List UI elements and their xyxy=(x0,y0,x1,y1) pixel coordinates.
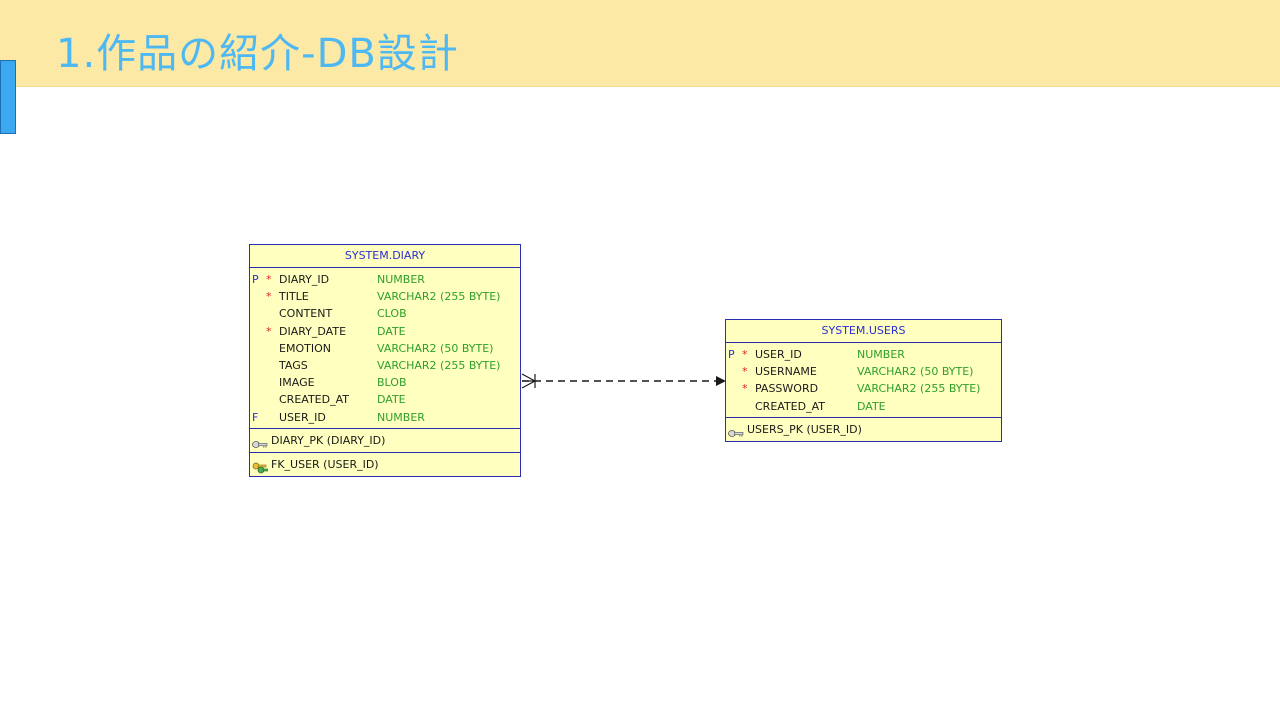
table-header: SYSTEM.DIARY xyxy=(250,245,520,268)
column-name: CREATED_AT xyxy=(755,399,825,413)
title-bar: 1.作品の紹介-DB設計 xyxy=(0,0,1280,87)
column-row[interactable]: P * DIARY_ID NUMBER xyxy=(250,271,520,288)
required-marker: * xyxy=(742,348,748,361)
required-marker: * xyxy=(742,365,748,379)
column-type: VARCHAR2 (255 BYTE) xyxy=(377,290,501,304)
column-name: EMOTION xyxy=(279,341,331,355)
column-name: CREATED_AT xyxy=(279,393,349,407)
column-row[interactable]: F USER_ID NUMBER xyxy=(250,409,520,426)
column-list: P * DIARY_ID NUMBER * TITLE VARCHAR2 (255 BYTE… xyxy=(250,268,520,429)
key-flag: P xyxy=(252,273,259,286)
column-type: NUMBER xyxy=(377,410,425,424)
column-name: CONTENT xyxy=(279,307,333,321)
column-type: VARCHAR2 (50 BYTE) xyxy=(857,365,974,379)
required-marker: * xyxy=(266,324,272,338)
key-label: USERS_PK (USER_ID) xyxy=(747,422,862,436)
column-row[interactable]: * DIARY_DATE DATE xyxy=(250,323,520,340)
column-name: TAGS xyxy=(279,358,308,372)
column-row[interactable]: CREATED_AT DATE xyxy=(726,398,1001,415)
column-row[interactable]: * PASSWORD VARCHAR2 (255 BYTE) xyxy=(726,380,1001,397)
foreign-key-row[interactable]: FK_USER (USER_ID) xyxy=(250,451,520,476)
key-flag: F xyxy=(252,410,259,424)
column-name: DIARY_DATE xyxy=(279,324,347,338)
column-type: VARCHAR2 (255 BYTE) xyxy=(377,358,501,372)
column-type: DATE xyxy=(377,393,406,407)
key-list: USERS_PK (USER_ID) xyxy=(726,418,1001,441)
column-name: TITLE xyxy=(279,290,309,304)
required-marker: * xyxy=(742,382,748,396)
relationship-line xyxy=(521,373,726,389)
column-type: VARCHAR2 (255 BYTE) xyxy=(857,382,981,396)
column-row[interactable]: TAGS VARCHAR2 (255 BYTE) xyxy=(250,357,520,374)
primary-key-icon xyxy=(728,424,744,437)
column-row[interactable]: * USERNAME VARCHAR2 (50 BYTE) xyxy=(726,363,1001,380)
column-type: NUMBER xyxy=(857,348,905,361)
crow-foot-icon xyxy=(521,373,536,389)
column-row[interactable]: CREATED_AT DATE xyxy=(250,391,520,408)
foreign-key-icon xyxy=(252,459,269,474)
table-header: SYSTEM.USERS xyxy=(726,320,1001,343)
required-marker: * xyxy=(266,290,272,304)
column-type: VARCHAR2 (50 BYTE) xyxy=(377,341,494,355)
column-name: PASSWORD xyxy=(755,382,819,396)
column-row[interactable]: EMOTION VARCHAR2 (50 BYTE) xyxy=(250,340,520,357)
column-name: USER_ID xyxy=(755,348,802,361)
column-type: DATE xyxy=(377,324,406,338)
column-row[interactable]: IMAGE BLOB xyxy=(250,374,520,391)
column-type: NUMBER xyxy=(377,273,425,286)
column-type: DATE xyxy=(857,399,886,413)
required-marker: * xyxy=(266,273,272,286)
accent-bar xyxy=(0,60,16,134)
column-name: IMAGE xyxy=(279,376,315,390)
key-label: DIARY_PK (DIARY_ID) xyxy=(271,433,386,447)
column-row[interactable]: P * USER_ID NUMBER xyxy=(726,346,1001,363)
column-row[interactable]: CONTENT CLOB xyxy=(250,305,520,322)
slide-title: 1.作品の紹介-DB設計 xyxy=(56,31,459,77)
table-system-diary[interactable]: SYSTEM.DIARY P * DIARY_ID NUMBER * TITLE VARCH… xyxy=(249,244,521,477)
primary-key-row[interactable]: DIARY_PK (DIARY_ID) xyxy=(250,429,520,452)
column-list: P * USER_ID NUMBER * USERNAME VARCHAR2 (50 BYT… xyxy=(726,343,1001,418)
key-list: DIARY_PK (DIARY_ID) FK_USER (USER_ID) xyxy=(250,429,520,476)
column-name: USER_ID xyxy=(279,410,326,424)
key-label: FK_USER (USER_ID) xyxy=(271,457,379,471)
column-type: BLOB xyxy=(377,376,407,390)
column-name: USERNAME xyxy=(755,365,817,379)
column-name: DIARY_ID xyxy=(279,273,330,286)
primary-key-row[interactable]: USERS_PK (USER_ID) xyxy=(726,418,1001,441)
column-row[interactable]: * TITLE VARCHAR2 (255 BYTE) xyxy=(250,288,520,305)
table-system-users[interactable]: SYSTEM.USERS P * USER_ID NUMBER * USERNAME VAR… xyxy=(725,319,1002,442)
primary-key-icon xyxy=(252,435,268,448)
column-type: CLOB xyxy=(377,307,407,321)
key-flag: P xyxy=(728,348,735,361)
